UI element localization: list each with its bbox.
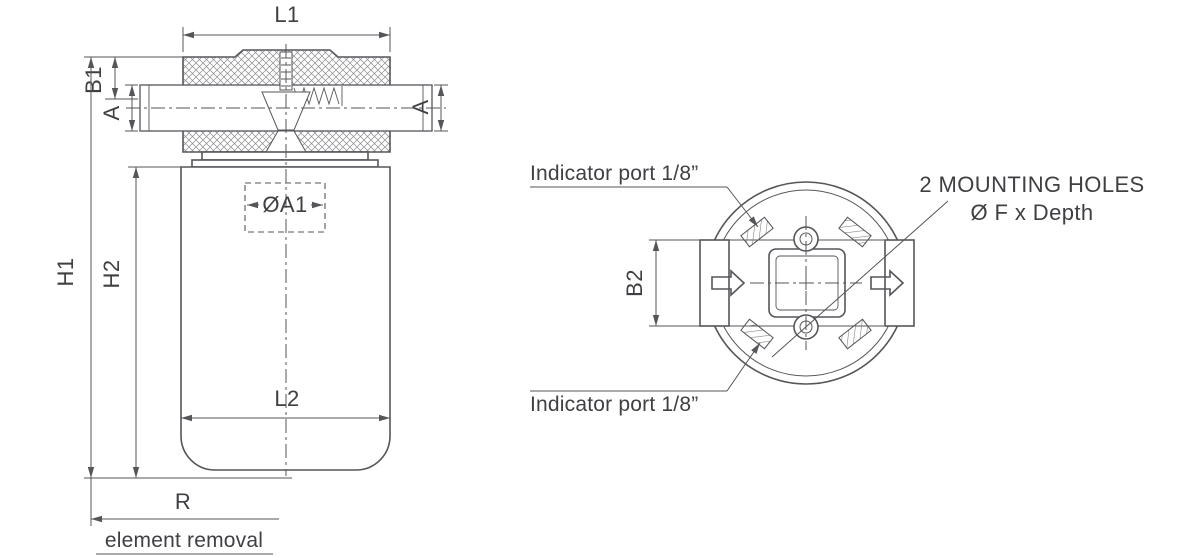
top-view: B2 Indicator port 1/8” Indicator port 1/…: [530, 162, 1144, 416]
dim-a-right-label: A: [408, 99, 433, 114]
tab-bottom-right: [838, 318, 872, 350]
indicator-bottom-leader-d: [726, 342, 761, 392]
dim-l2-label: L2: [274, 386, 299, 411]
dim-a-right: A: [408, 84, 448, 132]
head-flange: [201, 151, 369, 161]
dim-r-label: R: [175, 489, 191, 514]
dim-h1: H1: [53, 56, 292, 479]
dim-a1-label: ØA1: [262, 192, 307, 217]
dim-l2: L2: [181, 386, 390, 422]
canister-body: [180, 166, 391, 471]
mounting-holes-label-line2: Ø F x Depth: [971, 200, 1094, 225]
dim-l1-label: L1: [274, 2, 299, 27]
dim-b1: B1: [81, 57, 138, 100]
port-boss-right: [884, 239, 915, 327]
dim-h1-label: H1: [53, 258, 78, 287]
dim-r: R element removal: [90, 478, 279, 555]
element-removal-label: element removal: [105, 529, 263, 552]
clamp-tabs: [740, 216, 872, 350]
side-view: ØA1 L1 B1 A A: [53, 2, 448, 555]
dim-b2-label: B2: [622, 269, 647, 297]
dim-l1: L1: [182, 2, 391, 52]
mounting-holes-leader: [771, 200, 949, 358]
mounting-holes-label-line1: 2 MOUNTING HOLES: [919, 172, 1144, 197]
dim-a-left: A: [99, 84, 138, 132]
dim-a-left-label: A: [99, 105, 124, 120]
a1-dashed-box: [244, 182, 326, 233]
dim-h2-label: H2: [99, 260, 124, 289]
flow-arrow-in: [711, 269, 746, 297]
tab-top-right: [838, 216, 872, 248]
indicator-port-bottom-label: Indicator port 1/8”: [530, 393, 698, 416]
dim-b2: B2: [622, 239, 703, 327]
callout-indicator-bottom: Indicator port 1/8”: [530, 342, 761, 416]
dim-a1: ØA1: [244, 182, 326, 233]
indicator-port-top-label: Indicator port 1/8”: [530, 162, 698, 185]
canister-seam: [191, 159, 379, 168]
callout-mounting-holes: 2 MOUNTING HOLES Ø F x Depth: [771, 172, 1144, 358]
valve-poppet: [261, 91, 311, 131]
port-boss-left: [699, 239, 730, 327]
dim-h2: H2: [99, 166, 181, 478]
dim-b1-label: B1: [81, 66, 106, 94]
flow-arrow-out: [870, 269, 905, 297]
tab-bottom-left: [740, 318, 774, 350]
callout-indicator-top: Indicator port 1/8”: [530, 162, 759, 228]
indicator-top-leader-d: [726, 186, 759, 228]
